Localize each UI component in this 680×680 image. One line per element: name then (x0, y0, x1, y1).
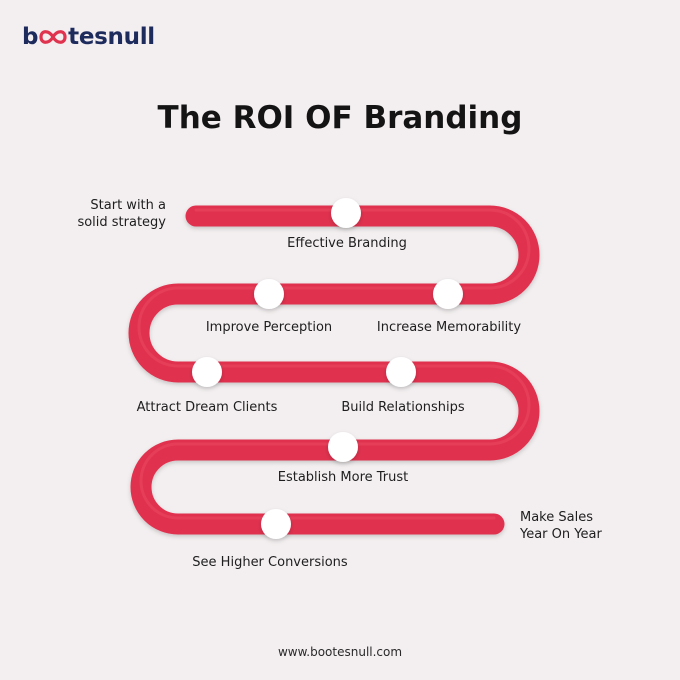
end-label-line-2: Year On Year (520, 527, 602, 542)
page-title: The ROI OF Branding (157, 100, 523, 136)
milestone-label-build-relationships: Build Relationships (341, 400, 465, 415)
milestone-label-increase-memorability: Increase Memorability (376, 320, 522, 335)
start-label-line-1: Start with a (90, 198, 166, 213)
milestone-markers (192, 198, 463, 539)
brand-prefix: b (22, 24, 39, 50)
winding-road (128, 205, 540, 535)
milestone-label-see-higher-conversions: See Higher Conversions (192, 555, 348, 570)
milestone-label-establish-more-trust: Establish More Trust (277, 470, 409, 485)
milestone-label-effective-branding: Effective Branding (287, 236, 407, 251)
brand-logo: b tesnull (22, 24, 155, 50)
milestone-label-improve-perception: Improve Perception (205, 320, 333, 335)
marker-see-higher-conversions (261, 509, 291, 539)
marker-effective-branding (331, 198, 361, 228)
marker-build-relationships (386, 357, 416, 387)
marker-establish-more-trust (328, 432, 358, 462)
start-label: Start with a solid strategy (77, 197, 166, 231)
end-label: Make Sales Year On Year (520, 509, 602, 543)
website-link[interactable]: www.bootesnull.com (277, 645, 403, 659)
marker-increase-memorability (433, 279, 463, 309)
marker-improve-perception (254, 279, 284, 309)
end-label-line-1: Make Sales (520, 510, 593, 525)
marker-attract-dream-clients (192, 357, 222, 387)
start-label-line-2: solid strategy (77, 215, 166, 230)
milestone-label-attract-dream-clients: Attract Dream Clients (136, 400, 278, 415)
infinity-icon (39, 30, 67, 44)
brand-suffix: tesnull (68, 24, 155, 50)
